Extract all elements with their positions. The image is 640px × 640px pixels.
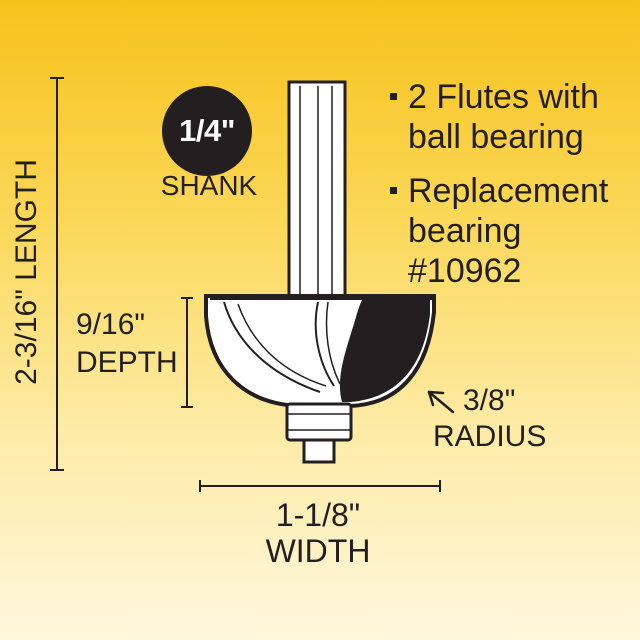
feature-flutes-line-1: 2 Flutes with bbox=[408, 78, 599, 116]
bit-shank bbox=[287, 80, 347, 300]
length-dimension-line bbox=[50, 77, 64, 471]
depth-dimension-line bbox=[181, 297, 193, 408]
length-word: LENGTH bbox=[10, 159, 43, 281]
radius-label: RADIUS bbox=[433, 420, 547, 453]
shank-label: SHANK bbox=[160, 170, 258, 201]
radius-value: 3/8" bbox=[463, 384, 516, 417]
depth-label: DEPTH bbox=[76, 346, 178, 379]
feature-bearing-line-2: bearing bbox=[408, 212, 522, 250]
bit-cutter bbox=[204, 294, 436, 408]
radius-arrow bbox=[427, 390, 455, 414]
depth-value: 9/16" bbox=[76, 308, 146, 341]
width-value: 1-1/8" bbox=[275, 497, 361, 533]
width-dimension-line bbox=[199, 480, 441, 492]
feature-bearing-line-1: Replacement bbox=[408, 172, 609, 210]
ball-bearing bbox=[285, 402, 353, 464]
width-label: WIDTH bbox=[265, 533, 371, 569]
length-value: 2-3/16" bbox=[10, 289, 43, 385]
bullet-square-icon bbox=[390, 187, 397, 194]
bullet-square-icon bbox=[390, 93, 397, 100]
feature-bearing-line-3: #10962 bbox=[408, 252, 522, 290]
feature-flutes-line-2: ball bearing bbox=[408, 118, 584, 156]
shank-size-value: 1/4" bbox=[179, 113, 235, 148]
shank-size-badge: 1/4" bbox=[162, 86, 252, 176]
